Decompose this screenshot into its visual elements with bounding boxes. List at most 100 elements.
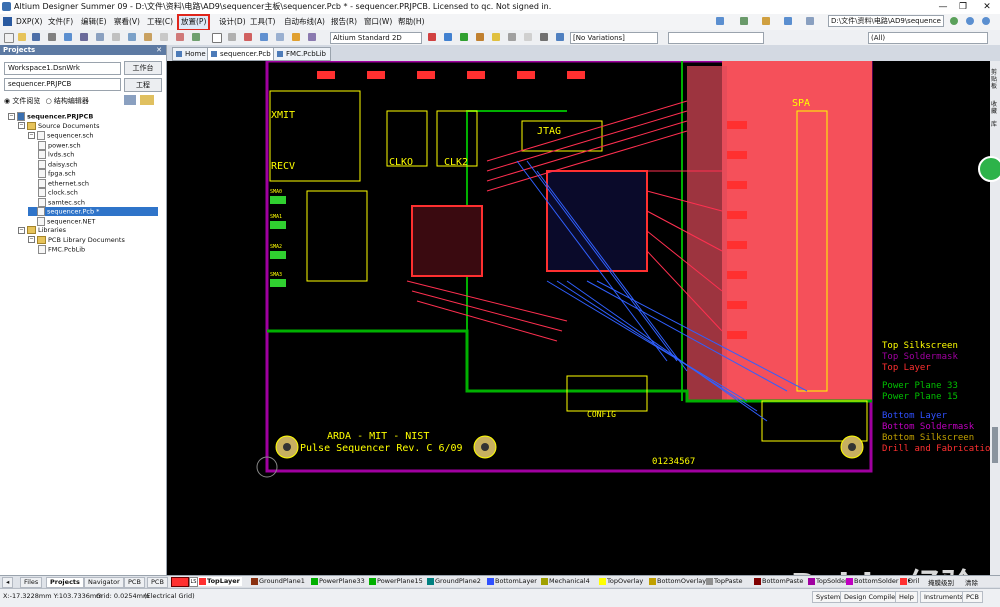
- region-icon[interactable]: [524, 33, 532, 41]
- side-library[interactable]: 库: [991, 121, 998, 128]
- print-icon[interactable]: [48, 33, 56, 41]
- ptab-navigator[interactable]: Navigator: [84, 577, 124, 588]
- tree-item[interactable]: −Source Documents: [18, 121, 99, 131]
- mask-level-button[interactable]: 掩膜级别: [928, 579, 954, 587]
- clear-button[interactable]: 清除: [965, 579, 978, 587]
- ptab-projects[interactable]: Projects: [46, 577, 84, 588]
- layer-tab[interactable]: TopSolder: [807, 577, 850, 586]
- scrollbar-thumb[interactable]: [992, 427, 998, 463]
- tree-item[interactable]: power.sch: [38, 140, 81, 150]
- path-combo[interactable]: D:\文件\资料\电路\AD9\sequence: [828, 15, 944, 27]
- rect-icon[interactable]: [212, 33, 222, 43]
- layer-tab[interactable]: TopPaste: [705, 577, 745, 586]
- tree-item[interactable]: clock.sch: [38, 188, 78, 197]
- radio-struct-label[interactable]: 结构编辑器: [53, 97, 89, 105]
- tree-item[interactable]: −sequencer.sch: [28, 131, 94, 140]
- layer-tab[interactable]: GroundPlane1: [250, 577, 307, 586]
- variation-combo[interactable]: [No Variations]: [570, 32, 658, 44]
- undo-icon[interactable]: [244, 33, 252, 41]
- open-icon[interactable]: [18, 33, 26, 41]
- side-strip[interactable]: 剪贴板 收藏 库: [978, 61, 1000, 575]
- radio-struct-icon[interactable]: ○: [45, 97, 52, 105]
- menu-place[interactable]: 放置(P): [177, 14, 211, 31]
- menu-autoroute[interactable]: 自动布线(A): [284, 17, 325, 26]
- redo-icon[interactable]: [260, 33, 268, 41]
- menu-window[interactable]: 窗口(W): [364, 17, 393, 26]
- tree-item[interactable]: −PCB Library Documents: [28, 235, 125, 245]
- status-design-compiler-button[interactable]: Design Compiler: [840, 591, 902, 603]
- layer-tab[interactable]: TopLayer: [198, 577, 242, 586]
- layer-tab[interactable]: BottomSolder: [845, 577, 901, 586]
- tree-expand-icon[interactable]: −: [8, 113, 15, 120]
- layer-tab[interactable]: PowerPlane33: [310, 577, 367, 586]
- tree-expand-icon[interactable]: −: [28, 236, 35, 243]
- current-layer-swatch[interactable]: [171, 577, 189, 587]
- layer-tab[interactable]: BottomPaste: [753, 577, 805, 586]
- status-system-button[interactable]: System: [812, 591, 845, 603]
- pcb-canvas[interactable]: XMIT RECV CLKO CLK2 JTAG SPA ARDA - MIT …: [167, 61, 990, 575]
- tree-expand-icon[interactable]: −: [28, 132, 35, 139]
- 3d-icon[interactable]: [80, 33, 88, 41]
- layer-tab[interactable]: BottomOverlay: [648, 577, 708, 586]
- layer-tab[interactable]: Mechanical4: [540, 577, 592, 586]
- side-clipboard[interactable]: 剪贴板: [991, 69, 998, 90]
- workspace-combo[interactable]: Workspace1.DsnWrk: [4, 62, 121, 75]
- tree-item[interactable]: −sequencer.Pcb *: [28, 207, 158, 216]
- tree-item[interactable]: FMC.PcbLib: [38, 245, 85, 254]
- arc-icon[interactable]: [476, 33, 484, 41]
- menu-reports[interactable]: 报告(R): [331, 17, 358, 26]
- menu-project[interactable]: 工程(C): [147, 17, 174, 26]
- via-icon[interactable]: [460, 33, 468, 41]
- paste-icon[interactable]: [160, 33, 168, 41]
- pin-icon[interactable]: [292, 33, 300, 41]
- workspace-button[interactable]: 工作台: [124, 61, 162, 75]
- layer-tab[interactable]: PowerPlane15: [368, 577, 425, 586]
- filter-combo-left[interactable]: [668, 32, 764, 44]
- zoom-icon[interactable]: [64, 33, 72, 41]
- back-icon[interactable]: [966, 17, 974, 25]
- fill-icon[interactable]: [492, 33, 500, 41]
- maximize-button[interactable]: ❐: [958, 2, 968, 12]
- tree-item[interactable]: fpga.sch: [38, 169, 76, 178]
- side-favorites[interactable]: 收藏: [991, 101, 998, 115]
- ptab-files[interactable]: Files: [20, 577, 43, 588]
- tree-expand-icon[interactable]: −: [18, 226, 25, 234]
- align-icon[interactable]: [762, 17, 770, 25]
- radio-file-view-icon[interactable]: ◉: [4, 97, 11, 105]
- menu-edit[interactable]: 编辑(E): [81, 17, 107, 26]
- panel-folder-icon[interactable]: [140, 95, 154, 105]
- tree-item[interactable]: −sequencer.PRJPCB: [8, 112, 93, 121]
- move-icon[interactable]: [192, 33, 200, 41]
- panel-option-icon[interactable]: [124, 95, 136, 105]
- net-icon[interactable]: [308, 33, 316, 41]
- rubber-icon[interactable]: [176, 33, 184, 41]
- menu-tools[interactable]: 工具(T): [250, 17, 276, 26]
- layer-tab[interactable]: BottomLayer: [486, 577, 539, 586]
- save-icon[interactable]: [32, 33, 40, 41]
- fit-icon[interactable]: [96, 33, 104, 41]
- layer-tab[interactable]: Dril: [899, 577, 921, 586]
- project-button[interactable]: 工程: [124, 78, 162, 92]
- go-icon[interactable]: [950, 17, 958, 25]
- layers-icon[interactable]: [806, 17, 814, 25]
- layer-tab[interactable]: TopOverlay: [598, 577, 645, 586]
- tree-item[interactable]: lvds.sch: [38, 150, 74, 159]
- tree-item[interactable]: daisy.sch: [38, 159, 77, 169]
- poly-icon[interactable]: [508, 33, 516, 41]
- panel-close-icon[interactable]: ✕: [156, 46, 162, 54]
- menu-view[interactable]: 察看(V): [114, 17, 140, 26]
- grid-icon[interactable]: [740, 17, 748, 25]
- tree-item[interactable]: −sequencer.NET: [28, 216, 95, 226]
- component-icon[interactable]: [556, 33, 564, 41]
- menu-design[interactable]: 设计(D): [219, 17, 246, 26]
- status-help-button[interactable]: Help: [895, 591, 918, 603]
- menu-file[interactable]: 文件(F): [48, 17, 74, 26]
- select-icon[interactable]: [128, 33, 136, 41]
- cut-icon[interactable]: [144, 33, 152, 41]
- status-instruments-button[interactable]: Instruments: [920, 591, 968, 603]
- ptab-pcb[interactable]: PCB: [124, 577, 145, 588]
- tab-home[interactable]: Home: [172, 47, 211, 61]
- cross-icon[interactable]: [228, 33, 236, 41]
- tree-item[interactable]: ethernet.sch: [38, 178, 89, 188]
- close-button[interactable]: ✕: [983, 2, 991, 12]
